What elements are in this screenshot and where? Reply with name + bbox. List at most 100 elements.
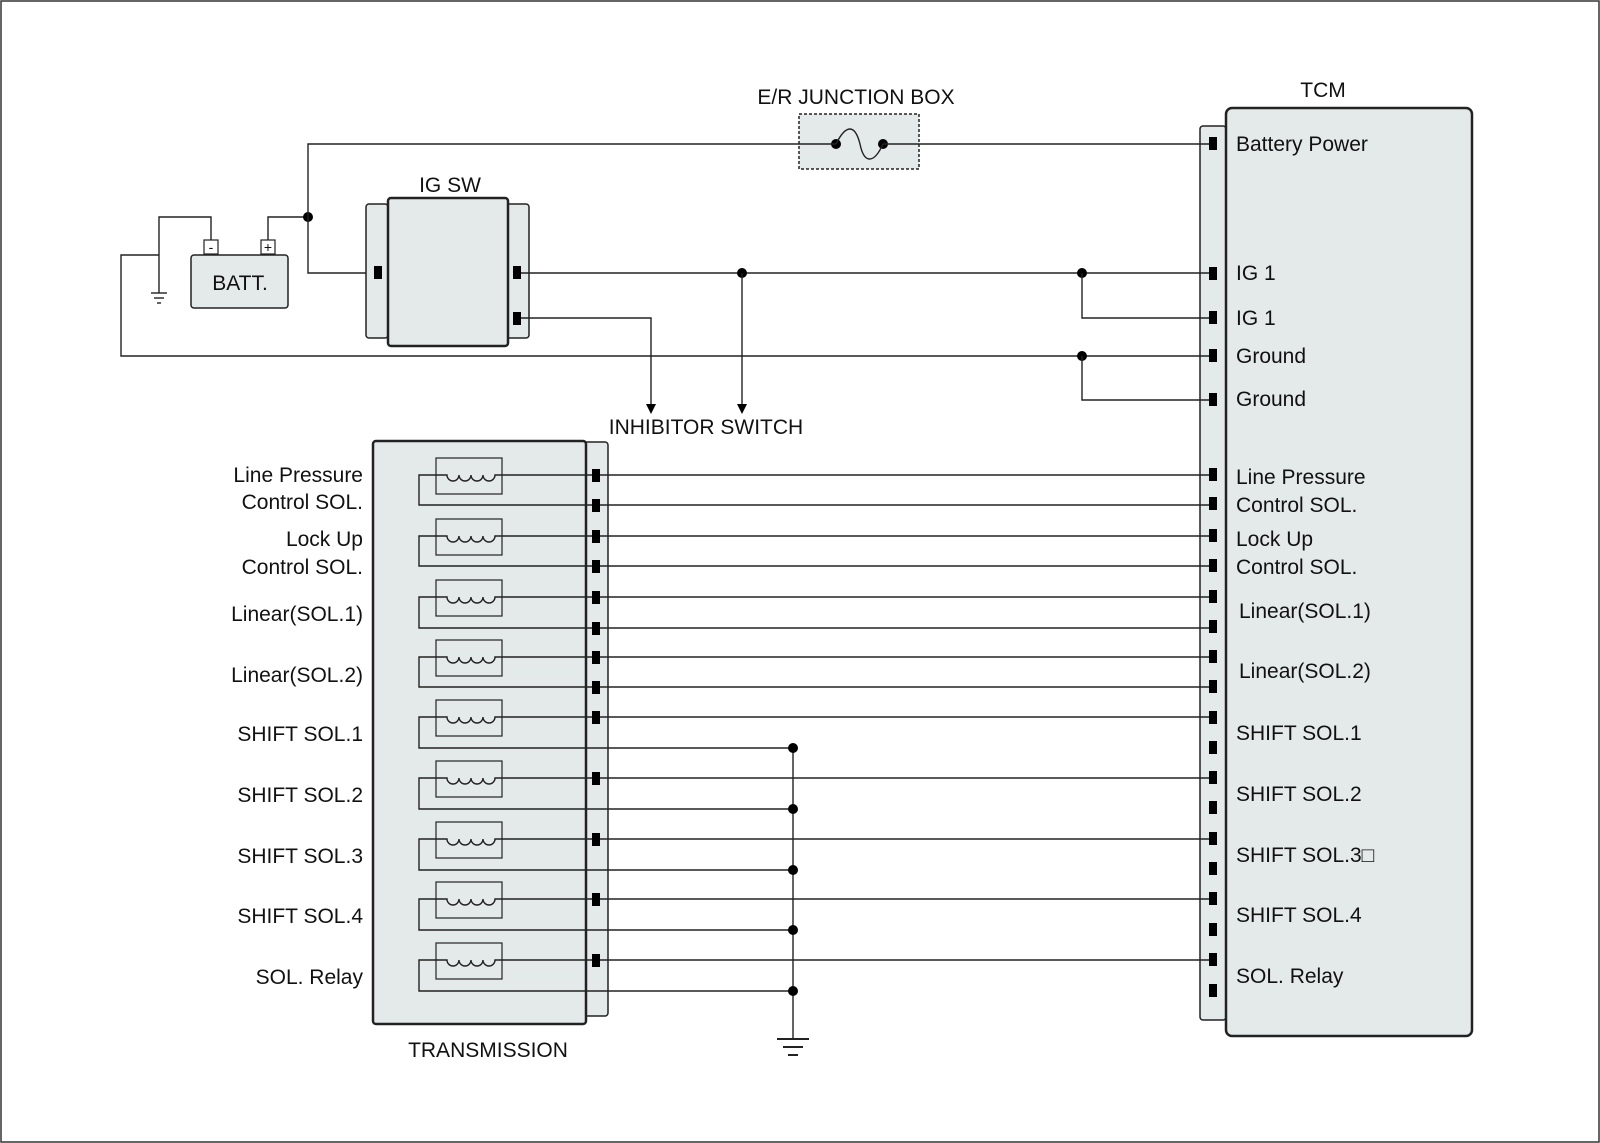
tcm-pin: [1209, 771, 1217, 784]
junction-node: [788, 925, 798, 935]
tcm-pin: [1209, 468, 1217, 481]
tcm-pin-label: Ground: [1236, 345, 1306, 368]
inhibitor-switch-label: INHIBITOR SWITCH: [609, 416, 803, 439]
solenoids: [418, 457, 793, 992]
solenoid-coil-icon: [418, 699, 793, 749]
transmission-solenoid-label: Control SOL.: [242, 556, 363, 579]
battery-power-wire: [307, 143, 836, 217]
tcm-pin: [1209, 559, 1217, 572]
tcm-pin: [1209, 862, 1217, 875]
tcm-label: TCM: [1300, 79, 1346, 102]
junction-node: [788, 986, 798, 996]
tcm-pin: [1209, 832, 1217, 845]
ig-sw-input-wire: [307, 217, 374, 274]
tcm-connector: [1199, 125, 1227, 1021]
chassis-ground-icon: [151, 292, 167, 304]
battery-label: BATT.: [212, 272, 268, 295]
battery-plus-sign: +: [264, 239, 272, 255]
transmission-pin: [592, 591, 600, 604]
solenoid-coil-icon: [418, 942, 793, 992]
tcm-pin: [1209, 711, 1217, 724]
tcm-pin-label: Line Pressure: [1236, 466, 1366, 489]
transmission-solenoid-label: SHIFT SOL.2: [237, 784, 363, 807]
tcm-pin: [1209, 393, 1217, 406]
transmission-solenoid-label: SHIFT SOL.3: [237, 845, 363, 868]
battery: [190, 254, 289, 309]
tcm-pin-label: Lock Up: [1236, 528, 1313, 551]
tcm-pin-label: Control SOL.: [1236, 494, 1357, 517]
tcm-pin: [1209, 892, 1217, 905]
tcm-pin: [1209, 620, 1217, 633]
ground-second-wire: [1081, 356, 1209, 401]
arrow-down-icon: [737, 404, 747, 414]
tcm-pin-label: IG 1: [1236, 307, 1276, 330]
tcm-pin-label: Control SOL.: [1236, 556, 1357, 579]
solenoid-coil-icon: [418, 760, 793, 810]
tcm-pin: [1209, 801, 1217, 814]
tcm-pin: [1209, 984, 1217, 997]
tcm-pin: [1209, 137, 1217, 150]
transmission-solenoid-label: Control SOL.: [242, 491, 363, 514]
transmission-solenoid-label: Linear(SOL.1): [231, 603, 363, 626]
tcm-pin: [1209, 590, 1217, 603]
solenoid-coil-icon: [418, 579, 596, 629]
transmission-pin: [592, 530, 600, 543]
transmission-pin: [592, 560, 600, 573]
ig-sw-pin: [513, 312, 521, 325]
tcm-pin: [1209, 923, 1217, 936]
ground-icon: [777, 1038, 809, 1056]
tcm-pin-label: Linear(SOL.2): [1239, 660, 1371, 683]
junction-node: [788, 743, 798, 753]
tcm-pins: [1209, 137, 1217, 997]
battery-positive-wire: [267, 216, 308, 240]
transmission-pins: [592, 469, 600, 967]
tcm-box: [1224, 106, 1474, 1038]
transmission-solenoid-label: Lock Up: [286, 528, 363, 551]
battery-minus-sign: -: [209, 239, 214, 255]
tcm-pin-label: Battery Power: [1236, 133, 1368, 156]
ig-sw-pin: [374, 266, 382, 279]
ig-sw-pin: [513, 266, 521, 279]
tcm-pin: [1209, 349, 1217, 362]
transmission-pin: [592, 893, 600, 906]
tcm-pin: [1209, 741, 1217, 754]
arrow-down-icon: [646, 404, 656, 414]
transmission-solenoid-label: SHIFT SOL.1: [237, 723, 363, 746]
tcm-pin: [1209, 650, 1217, 663]
tcm-pin: [1209, 953, 1217, 966]
transmission-pin: [592, 833, 600, 846]
transmission-solenoid-label: Line Pressure: [233, 464, 363, 487]
tcm-pin-label: IG 1: [1236, 262, 1276, 285]
tcm-pin-label: SHIFT SOL.2: [1236, 783, 1362, 806]
tcm-pin-label: Ground: [1236, 388, 1306, 411]
junction-node: [788, 804, 798, 814]
tcm-pin: [1209, 680, 1217, 693]
tcm-pin-label: SOL. Relay: [1236, 965, 1344, 988]
tcm-pin-label: SHIFT SOL.1: [1236, 722, 1362, 745]
tcm-pin: [1209, 267, 1217, 280]
tcm-pin-label: SHIFT SOL.3□: [1236, 844, 1375, 867]
transmission-solenoid-label: Linear(SOL.2): [231, 664, 363, 687]
ig-sw-label: IG SW: [419, 174, 481, 197]
junction-box-label: E/R JUNCTION BOX: [757, 86, 954, 109]
transmission-pin: [592, 681, 600, 694]
transmission-pin: [592, 651, 600, 664]
transmission-solenoid-label: SHIFT SOL.4: [237, 905, 363, 928]
inhibitor-wire-1: [521, 317, 652, 405]
solenoid-coil-icon: [418, 457, 596, 506]
transmission-pin: [592, 711, 600, 724]
transmission-pin: [592, 469, 600, 482]
solenoid-coil-icon: [418, 881, 793, 931]
transmission-solenoid-label: SOL. Relay: [256, 966, 364, 989]
transmission-label: TRANSMISSION: [408, 1039, 568, 1062]
transmission-pin: [592, 499, 600, 512]
tcm-pin-labels: Battery Power IG 1 IG 1 Ground Ground Li…: [1236, 133, 1375, 988]
ig1-second-wire: [1081, 273, 1209, 319]
signal-wires: [600, 474, 1209, 961]
tcm-pin: [1209, 497, 1217, 510]
solenoid-coil-icon: [418, 518, 596, 567]
junction-node: [788, 865, 798, 875]
transmission-pin: [592, 772, 600, 785]
solenoid-coil-icon: [418, 821, 793, 871]
